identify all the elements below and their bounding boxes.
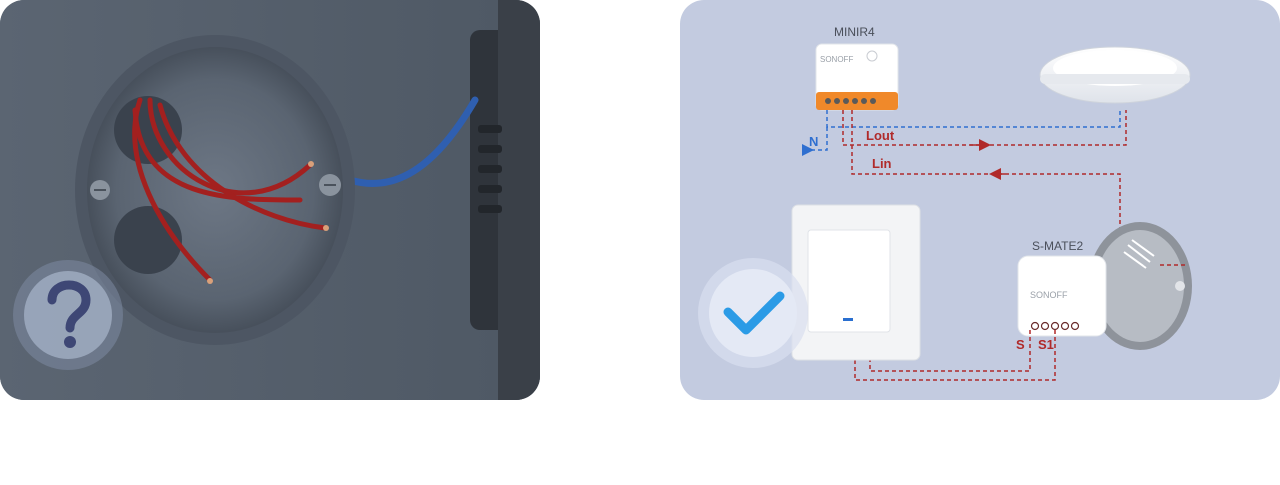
neutral-wire xyxy=(826,110,1121,128)
wiring-diagram-panel: SONOFF MINIR4 N Lout Lin xyxy=(680,0,1280,400)
switch-s1-label: S1 xyxy=(1038,337,1054,352)
wiring-diagram: SONOFF MINIR4 N Lout Lin xyxy=(698,25,1192,381)
wall-box-illustration xyxy=(0,0,540,400)
neutral-label: N xyxy=(809,134,818,149)
red-live-wires xyxy=(132,97,328,283)
wall-switch xyxy=(791,204,921,361)
minir4-module: SONOFF xyxy=(815,43,899,111)
s-mate2-module: SONOFF xyxy=(1017,255,1107,337)
check-mark-icon xyxy=(723,291,785,335)
s-mate2-brand: SONOFF xyxy=(1030,290,1068,300)
question-mark-icon xyxy=(47,280,91,348)
s-mate2-label: S-MATE2 xyxy=(1032,239,1083,253)
switch-s1-wire xyxy=(854,330,1056,381)
question-badge xyxy=(13,260,123,370)
check-badge xyxy=(698,258,808,368)
blue-neutral-wire xyxy=(346,96,479,187)
minir4-label: MINIR4 xyxy=(834,25,875,39)
wall-box xyxy=(1088,222,1192,350)
wall-box-photo-panel xyxy=(0,0,540,400)
switch-s-label: S xyxy=(1016,337,1025,352)
minir4-brand: SONOFF xyxy=(820,55,853,64)
load-in-label: Lin xyxy=(872,156,892,171)
ceiling-lamp xyxy=(1039,46,1191,104)
load-in-wire xyxy=(851,110,1121,232)
load-out-label: Lout xyxy=(866,128,895,143)
